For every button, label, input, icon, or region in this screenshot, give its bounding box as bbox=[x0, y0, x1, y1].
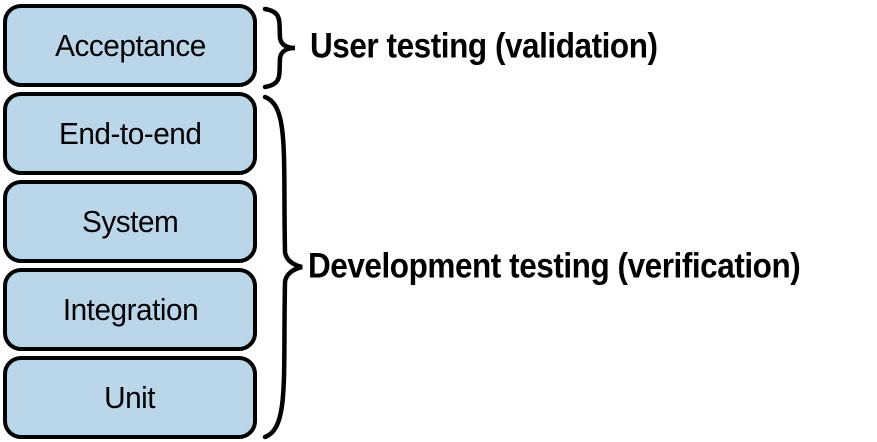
user-testing-brace-icon bbox=[262, 6, 296, 90]
test-level-stack: Acceptance End-to-end System Integration… bbox=[3, 4, 257, 439]
box-system: System bbox=[3, 180, 257, 263]
box-integration: Integration bbox=[3, 268, 257, 351]
box-system-label: System bbox=[81, 203, 179, 239]
development-testing-label: Development testing (verification) bbox=[308, 246, 801, 286]
box-acceptance: Acceptance bbox=[3, 4, 257, 87]
box-end-to-end: End-to-end bbox=[3, 92, 257, 175]
user-testing-label: User testing (validation) bbox=[310, 26, 658, 66]
box-end-to-end-label: End-to-end bbox=[58, 115, 202, 151]
box-integration-label: Integration bbox=[62, 291, 198, 327]
box-unit: Unit bbox=[3, 356, 257, 439]
development-testing-brace-icon bbox=[262, 94, 303, 440]
box-acceptance-label: Acceptance bbox=[54, 27, 206, 63]
box-unit-label: Unit bbox=[104, 379, 156, 415]
